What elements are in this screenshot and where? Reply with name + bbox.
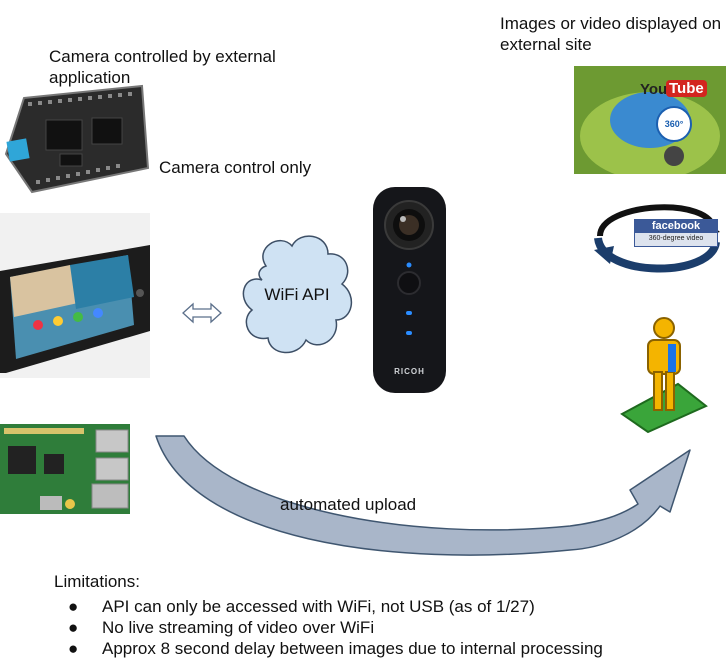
- facebook-subtitle: 360-degree video: [648, 235, 704, 242]
- label-camera-controlled: Camera controlled by external applicatio…: [49, 47, 276, 87]
- youtube-360-badge: 360°: [656, 106, 692, 142]
- facebook-logo-text: facebook: [635, 220, 717, 233]
- automated-upload-label: automated upload: [280, 495, 417, 514]
- list-item: ● API can only be accessed with WiFi, no…: [54, 596, 603, 617]
- bullet-icon: ●: [68, 597, 79, 616]
- raspberry-pi-image: [0, 424, 130, 514]
- camera-brand-label: RICOH: [394, 367, 425, 376]
- label-camera-control-only: Camera control only: [159, 158, 312, 177]
- limitations-heading: Limitations:: [54, 572, 140, 591]
- label-images-displayed: Images or video displayed on external si…: [500, 14, 722, 54]
- wifi-cloud-icon: [242, 235, 353, 354]
- limitation-text: No live streaming of video over WiFi: [102, 618, 375, 637]
- youtube-you-text: You: [640, 81, 668, 98]
- ricoh-theta-camera-image: [373, 187, 446, 393]
- double-arrow-icon: [182, 302, 222, 324]
- bullet-icon: ●: [68, 618, 79, 637]
- youtube-tube-text: Tube: [666, 80, 707, 97]
- youtube-360-image: You Tube 360°: [574, 66, 726, 174]
- youtube-background-graphic: [574, 66, 726, 174]
- bullet-icon: ●: [68, 639, 79, 658]
- upload-arrow-icon: [155, 435, 691, 556]
- facebook-logo: facebook 360-degree video: [634, 219, 718, 247]
- limitations-list: ● API can only be accessed with WiFi, no…: [54, 596, 603, 659]
- wifi-api-label: WiFi API: [264, 285, 330, 304]
- list-item: ● No live streaming of video over WiFi: [54, 617, 603, 638]
- limitation-text: API can only be accessed with WiFi, not …: [102, 597, 535, 616]
- limitation-text: Approx 8 second delay between images due…: [102, 639, 603, 658]
- smartphone-image: [0, 213, 150, 378]
- edison-board-image: [4, 84, 150, 194]
- pegman-icon: [620, 317, 708, 434]
- list-item: ● Approx 8 second delay between images d…: [54, 638, 603, 659]
